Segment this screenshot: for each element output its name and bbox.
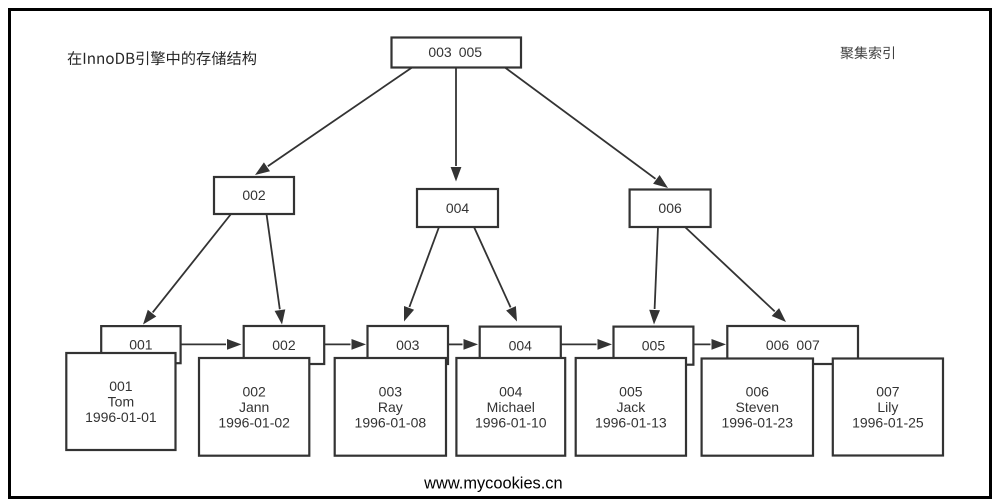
svg-text:002: 002	[242, 187, 266, 203]
svg-text:Tom: Tom	[108, 393, 134, 409]
svg-text:002: 002	[242, 383, 266, 399]
svg-text:003: 003	[428, 44, 452, 60]
svg-text:006: 006	[658, 200, 682, 216]
svg-text:004: 004	[499, 383, 523, 399]
svg-text:003: 003	[396, 337, 420, 353]
svg-text:1996-01-02: 1996-01-02	[218, 414, 290, 430]
svg-text:Lily: Lily	[877, 399, 898, 415]
svg-text:002: 002	[272, 337, 296, 353]
svg-text:005: 005	[642, 338, 666, 354]
svg-text:004: 004	[446, 200, 470, 216]
svg-text:www.mycookies.cn: www.mycookies.cn	[423, 474, 562, 492]
svg-text:005: 005	[459, 44, 483, 60]
svg-text:007: 007	[876, 383, 900, 399]
svg-text:1996-01-08: 1996-01-08	[355, 414, 427, 430]
svg-text:003: 003	[379, 383, 403, 399]
svg-text:1996-01-10: 1996-01-10	[475, 414, 547, 430]
svg-text:1996-01-23: 1996-01-23	[721, 415, 793, 431]
svg-text:006: 006	[766, 337, 790, 353]
svg-text:001: 001	[129, 337, 153, 353]
svg-text:Michael: Michael	[487, 399, 535, 415]
svg-text:Jann: Jann	[239, 399, 269, 415]
svg-text:006: 006	[746, 384, 770, 400]
svg-text:1996-01-13: 1996-01-13	[595, 414, 667, 430]
svg-text:001: 001	[109, 378, 133, 394]
svg-text:1996-01-01: 1996-01-01	[85, 409, 157, 425]
svg-text:004: 004	[509, 337, 533, 353]
svg-text:005: 005	[619, 383, 643, 399]
svg-text:Steven: Steven	[736, 399, 780, 415]
svg-text:007: 007	[796, 337, 820, 353]
svg-text:1996-01-25: 1996-01-25	[852, 414, 924, 430]
svg-text:Jack: Jack	[616, 399, 646, 415]
svg-text:Ray: Ray	[378, 399, 403, 415]
